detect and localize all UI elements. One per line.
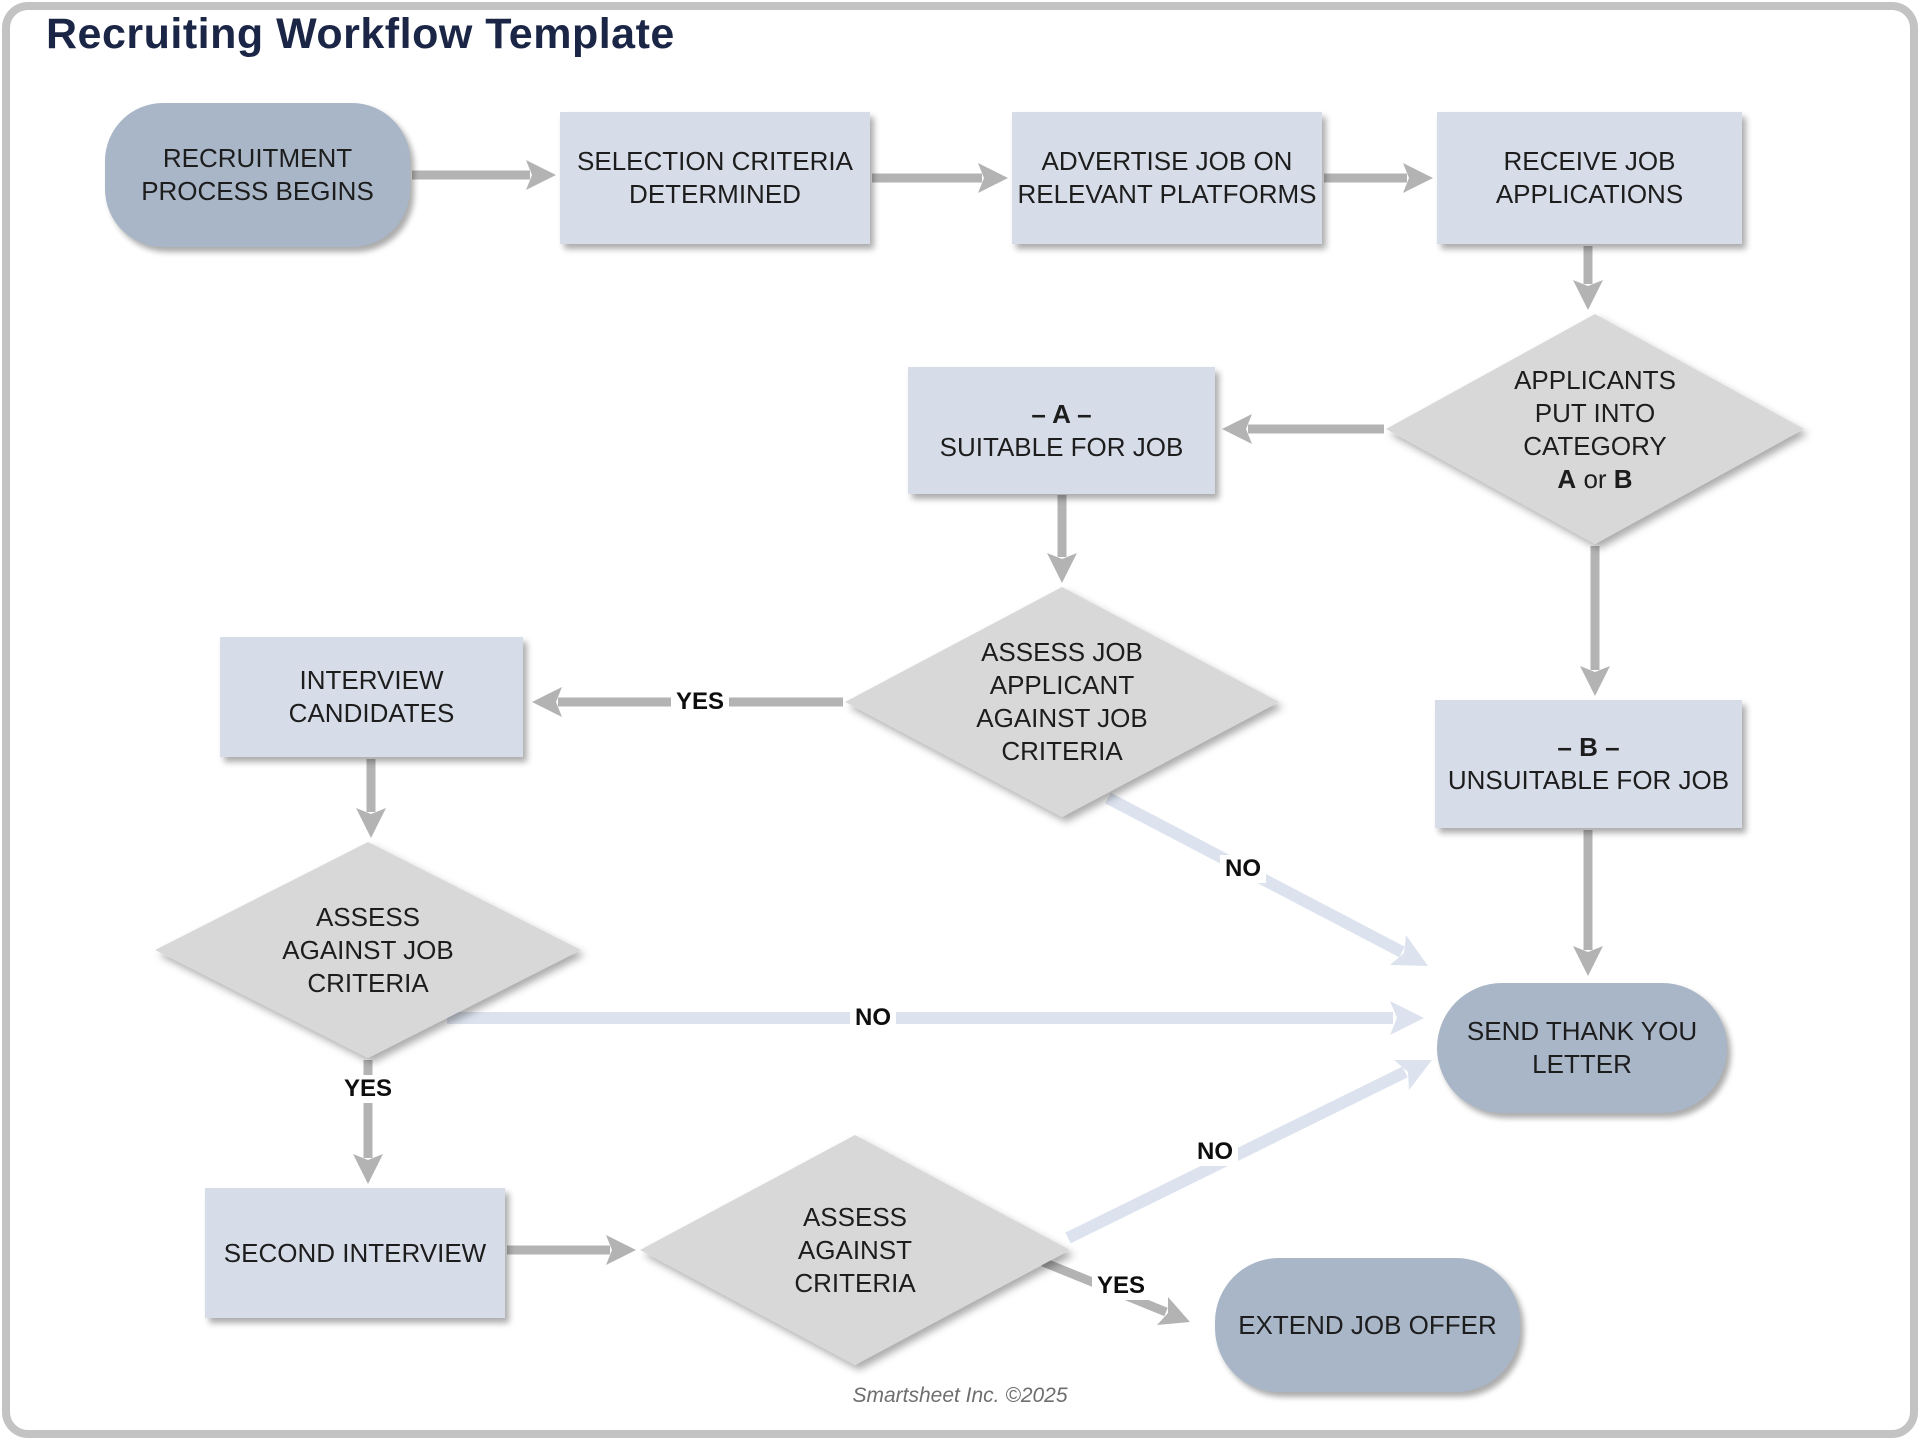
node-second-interview-label: SECOND INTERVIEW [223, 1237, 487, 1268]
node-category-a-prefix: – A – [1031, 398, 1092, 429]
node-category-a-label: SUITABLE FOR JOB [939, 431, 1184, 462]
footer-copyright: Smartsheet Inc. ©2025 [852, 1384, 1068, 1407]
node-selection-criteria: SELECTION CRITERIA DETERMINED [560, 112, 870, 244]
edge-label-no-criteria: NO [850, 1004, 896, 1032]
node-start-label: RECRUITMENT PROCESS BEGINS [141, 143, 374, 206]
node-extend-offer: EXTEND JOB OFFER [1215, 1258, 1520, 1392]
edge-label-yes-offer: YES [1091, 1272, 1151, 1300]
edge-label-no-assess: NO [1220, 855, 1266, 883]
node-category-b: – B – UNSUITABLE FOR JOB [1435, 700, 1742, 828]
node-category-b-label: UNSUITABLE FOR JOB [1447, 765, 1730, 795]
decision-assess-criteria-shape [640, 1135, 1070, 1365]
node-selection-criteria-label: SELECTION CRITERIA DETERMINED [577, 146, 853, 209]
page-title: Recruiting Workflow Template [46, 10, 675, 58]
node-receive-applications: RECEIVE JOB APPLICATIONS [1437, 112, 1742, 244]
node-category-b-prefix: – B – [1557, 732, 1620, 762]
node-advertise-job-label: ADVERTISE JOB ON RELEVANT PLATFORMS [1017, 146, 1317, 209]
node-start: RECRUITMENT PROCESS BEGINS [105, 103, 410, 247]
node-extend-offer-label: EXTEND JOB OFFER [1238, 1309, 1497, 1340]
decision-diamonds [155, 314, 1804, 1365]
node-receive-applications-label: RECEIVE JOB APPLICATIONS [1495, 146, 1684, 209]
node-interview-candidates-label: INTERVIEW CANDIDATES [288, 665, 455, 728]
node-send-thank-you-label: SEND THANK YOU LETTER [1466, 1016, 1698, 1079]
node-advertise-job: ADVERTISE JOB ON RELEVANT PLATFORMS [1012, 112, 1322, 244]
edge-label-yes-second-interview: YES [338, 1075, 398, 1103]
decision-categorize-shape [1386, 314, 1804, 544]
edge-label-yes-interview: YES [670, 688, 730, 716]
node-second-interview: SECOND INTERVIEW [205, 1188, 505, 1318]
edge-label-no-final: NO [1192, 1138, 1238, 1166]
no-connectors [447, 792, 1432, 1244]
node-category-a: – A – SUITABLE FOR JOB [908, 367, 1215, 494]
node-send-thank-you: SEND THANK YOU LETTER [1437, 983, 1727, 1113]
flow-arrows [353, 160, 1610, 1325]
node-interview-candidates: INTERVIEW CANDIDATES [220, 637, 523, 757]
decision-assess-applicant-shape [845, 587, 1279, 817]
decision-assess-job-criteria-shape [155, 842, 581, 1058]
